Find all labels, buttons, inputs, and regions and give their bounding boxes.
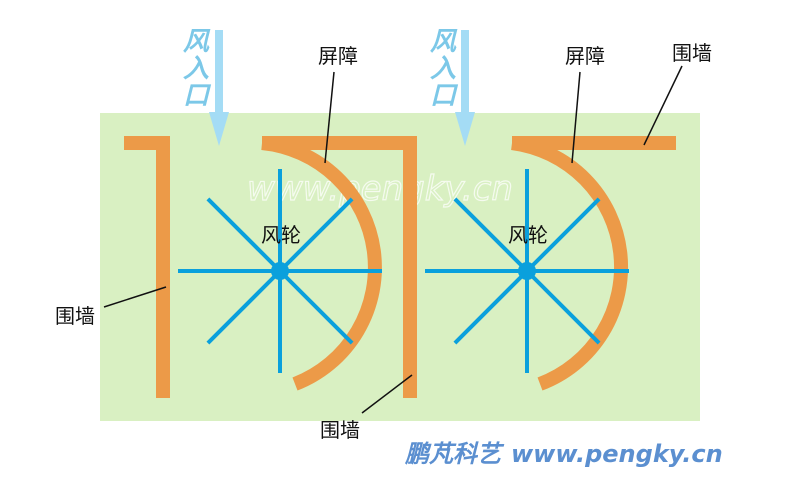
impeller-spoke: [453, 197, 529, 273]
credit-url: www.pengky.cn: [511, 440, 723, 468]
left-impeller-icon: [178, 169, 382, 373]
right-screen: [511, 136, 628, 391]
leader-wall-top-right: [643, 65, 683, 146]
leader-screen-left: [324, 71, 335, 164]
leader-wall-left: [103, 286, 167, 308]
impeller-spoke: [206, 197, 282, 273]
left-inlet-label: 风 入 口: [183, 27, 212, 111]
screen-right-label: 屏障: [565, 44, 605, 68]
right-inlet-label: 风 入 口: [430, 27, 459, 111]
impeller-spoke: [206, 269, 282, 345]
impeller-hub: [271, 262, 289, 280]
right-inlet-char-3: 口: [430, 81, 459, 111]
left-inlet-char-1: 风: [183, 27, 211, 57]
impeller-spoke: [453, 269, 529, 345]
right-inlet-char-1: 风: [430, 27, 458, 57]
wheel-right-label: 风轮: [508, 223, 548, 247]
impeller-spoke: [278, 197, 354, 273]
wall-top-right-label: 围墙: [672, 41, 712, 65]
right-inlet-arrow-icon: [455, 30, 475, 146]
wall-left-label: 围墙: [55, 304, 95, 328]
left-inlet-char-3: 口: [183, 81, 212, 111]
background-panel: [100, 113, 700, 421]
wheel-left-label: 风轮: [261, 223, 301, 247]
credit-brand: 鹏芃科艺: [404, 440, 505, 468]
right-inlet-char-2: 入: [430, 54, 456, 84]
impeller-hub: [518, 262, 536, 280]
impeller-spoke: [278, 269, 354, 345]
impeller-spoke: [525, 269, 601, 345]
leader-wall-bottom: [361, 374, 413, 414]
right-impeller-icon: [425, 169, 629, 373]
left-wall: [124, 136, 170, 398]
screen-left-label: 屏障: [318, 44, 358, 68]
left-inlet-arrow-icon: [209, 30, 229, 146]
watermark-text: www.pengky.cn: [247, 169, 513, 209]
impeller-spoke: [525, 197, 601, 273]
middle-wall: [262, 136, 417, 398]
left-screen: [261, 136, 382, 391]
leader-screen-right: [571, 71, 581, 164]
leader-lines: [103, 65, 683, 414]
wall-bottom-label: 围墙: [320, 418, 360, 442]
left-inlet-char-2: 入: [183, 54, 209, 84]
